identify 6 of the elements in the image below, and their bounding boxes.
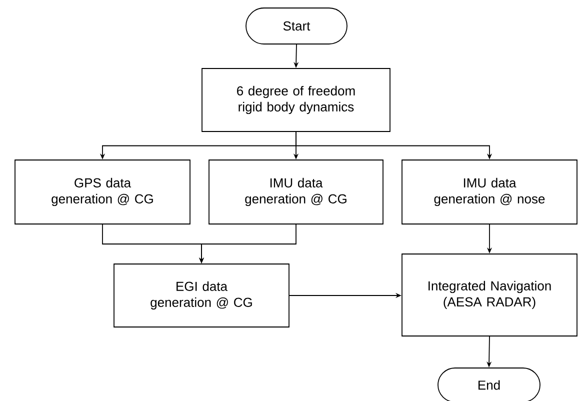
process-box: Integrated Navigation (AESA RADAR): [402, 254, 578, 336]
process-box: IMU data generation @ CG: [208, 160, 384, 224]
process-box: IMU data generation @ nose: [402, 160, 578, 224]
process-box: 6 degree of freedom rigid body dynamics: [202, 68, 390, 132]
process-box: EGI data generation @ CG: [114, 264, 290, 328]
process-box: GPS data generation @ CG: [14, 160, 190, 224]
